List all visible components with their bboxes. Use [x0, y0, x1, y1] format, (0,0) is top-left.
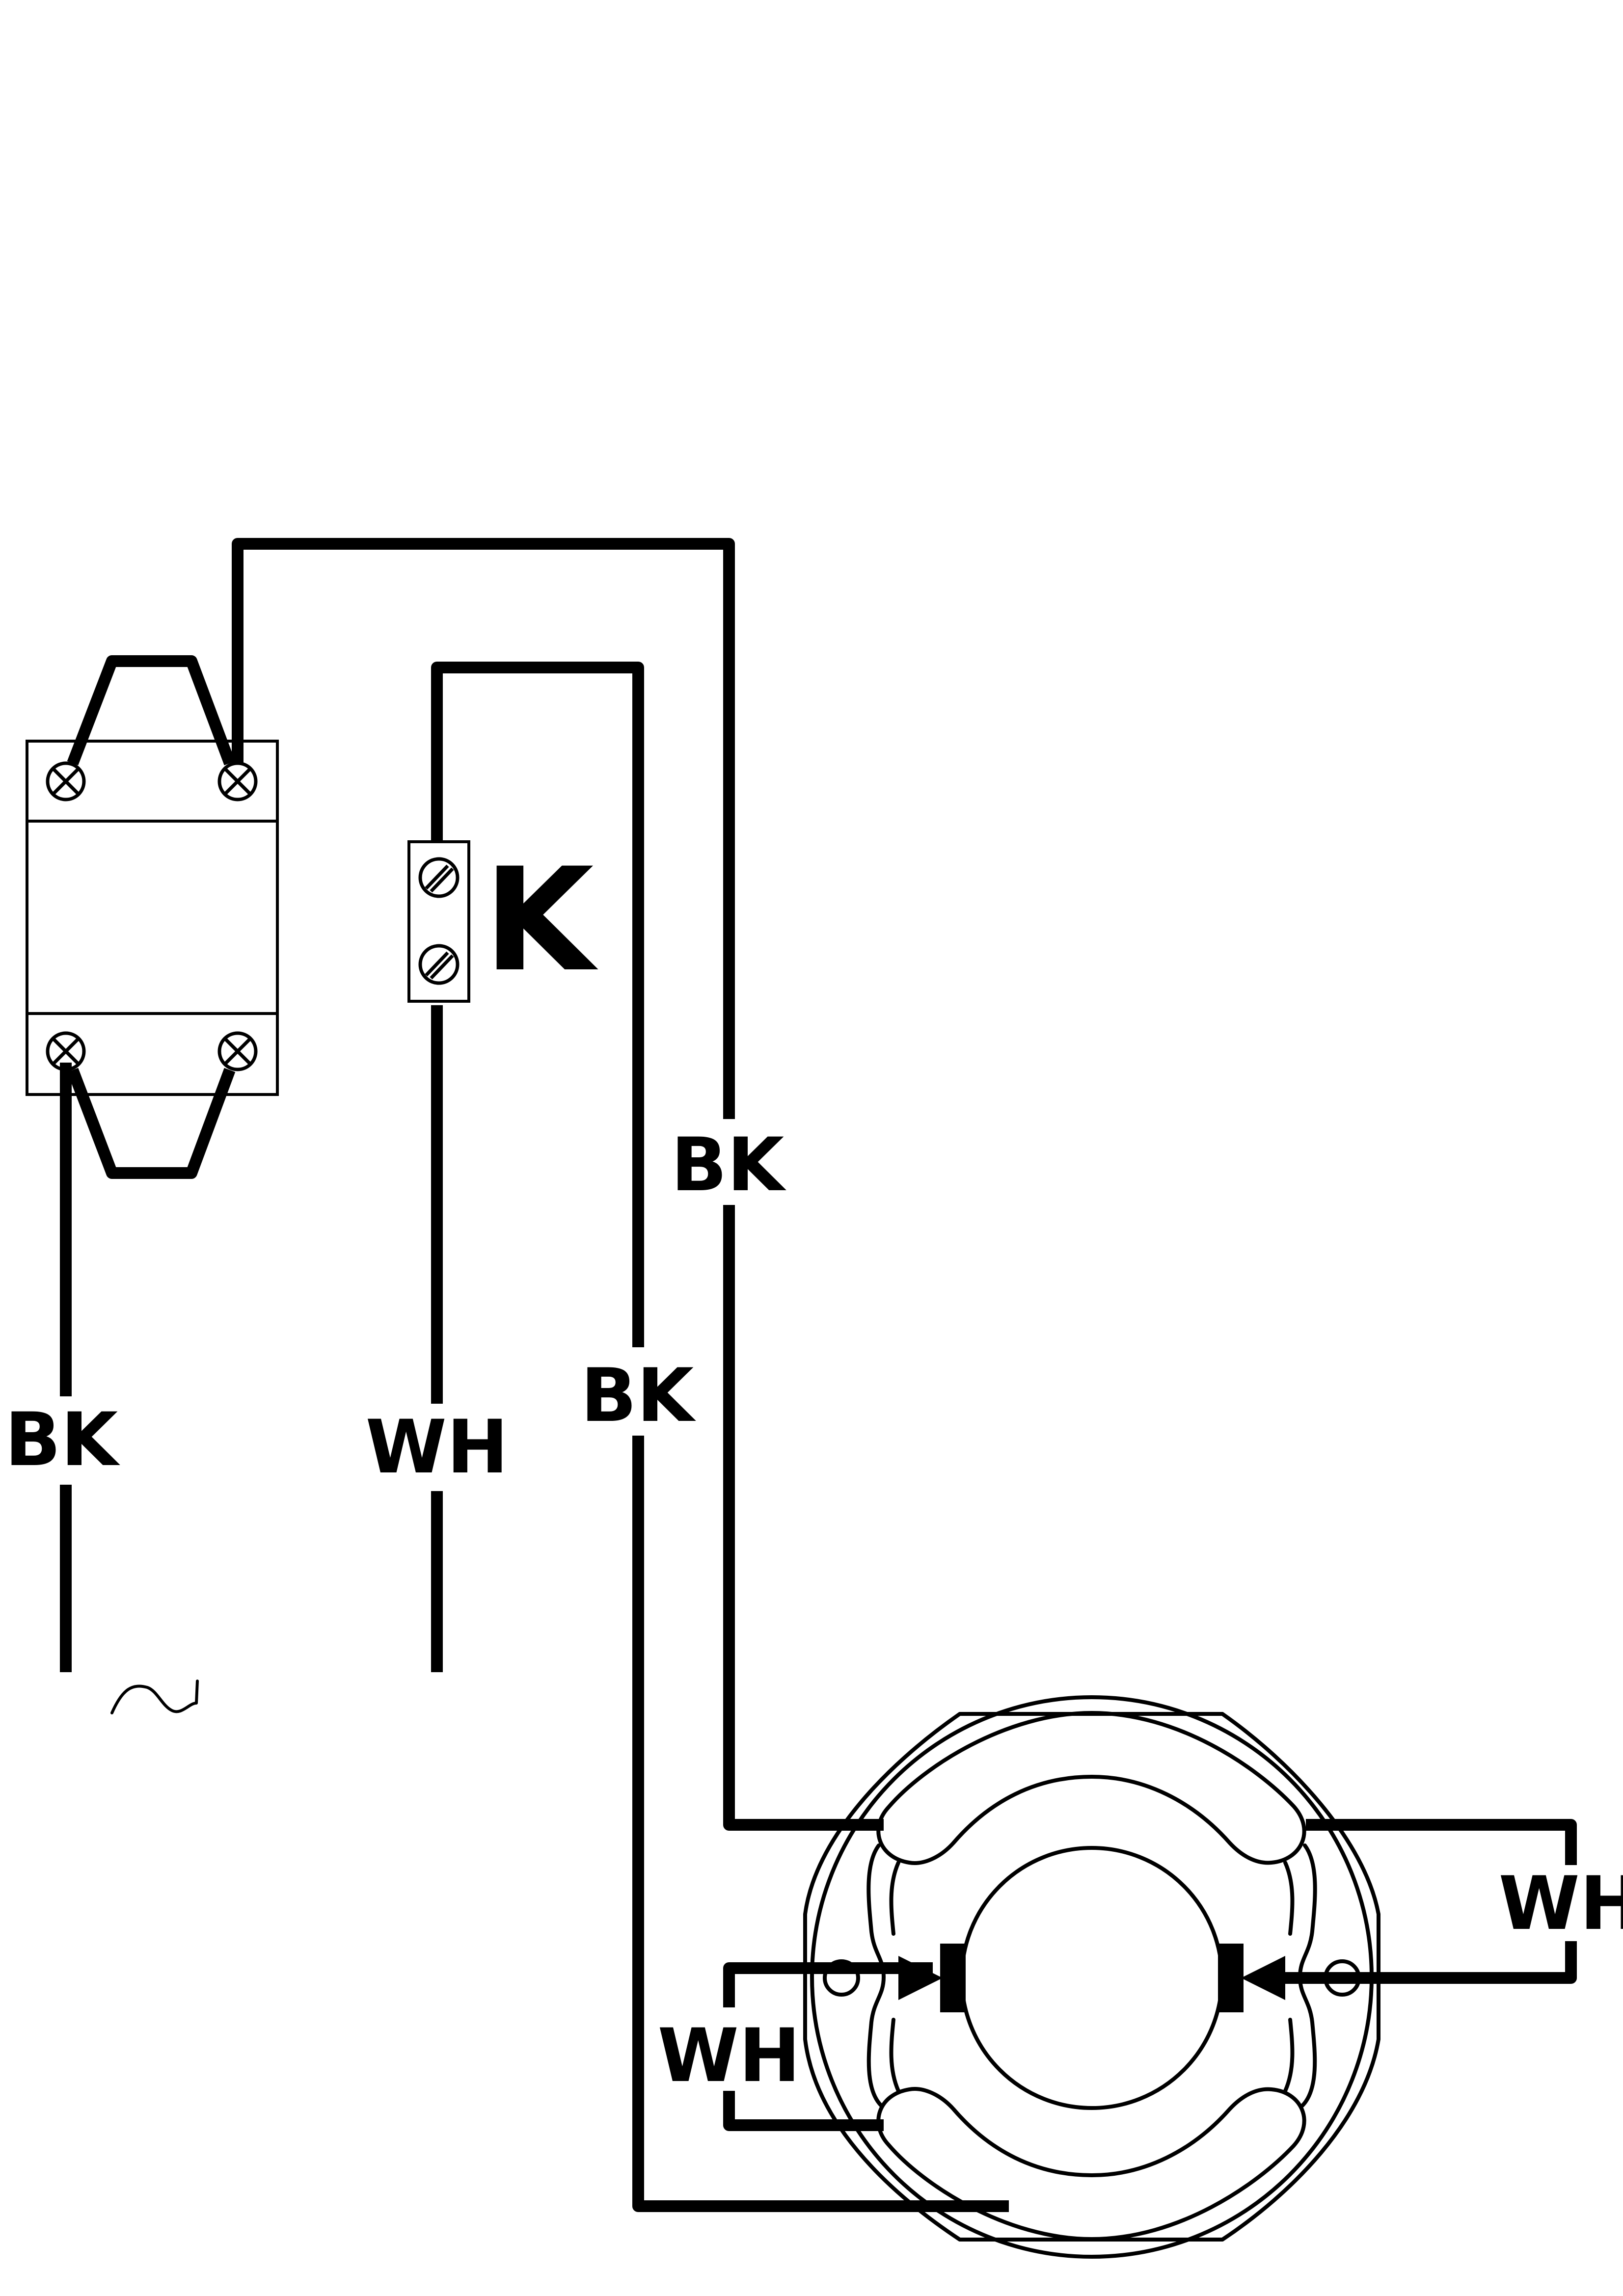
lamp-pins-left-label: WH	[658, 2013, 801, 2099]
ballast-to-lamp-wire-upper	[232, 538, 735, 1119]
screw-terminal-bottom-icon	[418, 944, 460, 985]
lamp-socket-bottom	[876, 2087, 1306, 2241]
ballast-terminal-top-left-icon	[46, 761, 86, 801]
ballast-terminal-top-right-icon	[217, 761, 258, 801]
neutral-to-lamp-label: BK	[581, 1353, 696, 1439]
screw-terminal-top-icon	[418, 857, 460, 898]
lamp-left-side-arc	[866, 1843, 886, 2108]
supply-neutral-label: WH	[366, 1405, 509, 1490]
terminal-block-label: K	[484, 838, 599, 1003]
ballast-to-lamp-wire-lower	[723, 1205, 884, 1831]
terminal-block-body	[407, 840, 470, 1003]
lamp-socket-top	[876, 1711, 1306, 1865]
ballast-terminal-bottom-right-icon	[217, 1031, 258, 1071]
lamp-pins-right-label: WH	[1499, 1861, 1623, 1947]
lamp-right-jumper-bottom	[1257, 1941, 1577, 1984]
lamp-left-jumper-bottom	[723, 2091, 884, 2131]
neutral-wire-top	[431, 662, 644, 1347]
supply-phase-label: BK	[5, 1397, 120, 1483]
ballast-bottom-jumper	[67, 1068, 236, 1179]
ballast-top-jumper	[67, 655, 236, 766]
lamp-housing-outline	[803, 1712, 1380, 2242]
lamp-right-inner-arc	[1283, 1861, 1295, 2093]
lamp-center-hub	[960, 1846, 1224, 2110]
terminal-block	[407, 840, 470, 1003]
lamp-right-jumper-top	[1306, 1819, 1577, 1865]
ballast	[26, 740, 279, 1096]
lamp-clip-left-icon	[823, 1944, 966, 2012]
ballast-body	[26, 740, 279, 1096]
ballast-to-lamp-label: BK	[671, 1122, 786, 1208]
neutral-to-lamp-wire-lower	[632, 1436, 1009, 2212]
ac-symbol-icon	[110, 1680, 199, 1714]
lamp-left-jumper-top	[723, 1962, 933, 2007]
lamp-left-inner-arc	[889, 1861, 900, 2093]
